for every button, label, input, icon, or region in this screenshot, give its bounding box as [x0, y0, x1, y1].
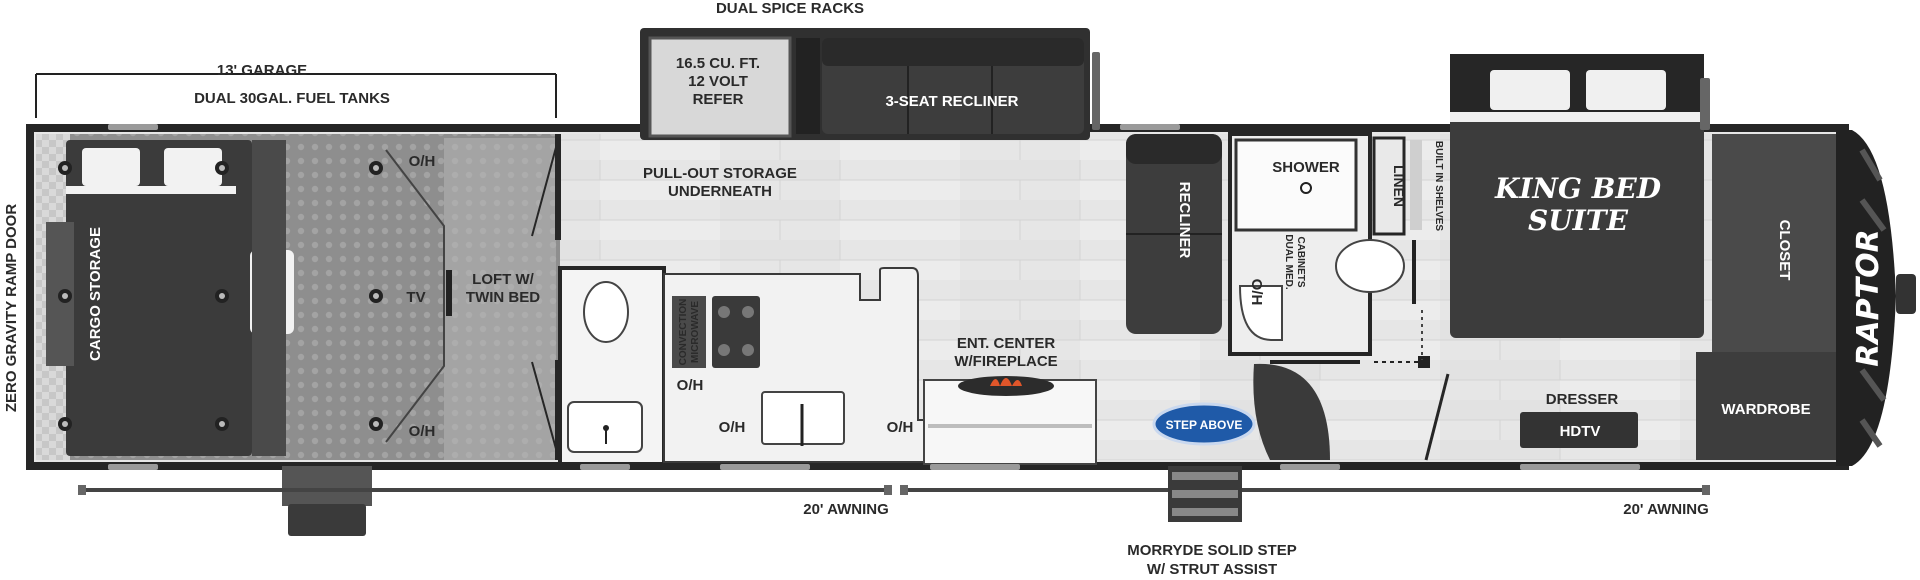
king-pillow-left	[1490, 70, 1570, 110]
closet-label: CLOSET	[1776, 220, 1793, 281]
kitchen-oh-left-label: O/H	[677, 377, 704, 394]
garage-tv	[446, 270, 452, 316]
fuel-tanks-label: DUAL 30GAL. FUEL TANKS	[194, 90, 390, 107]
awning-right-label: 20' AWNING	[1623, 501, 1709, 518]
landing-gear	[282, 466, 372, 506]
bath-toilet	[1335, 239, 1405, 293]
microwave-label-line1: CONVECTION	[678, 299, 689, 366]
pillow-right	[164, 148, 222, 186]
king-bed	[1450, 54, 1704, 338]
refer-label-line2: 12 VOLT	[688, 73, 748, 90]
shower-label: SHOWER	[1272, 159, 1340, 176]
recliner-label: RECLINER	[1176, 182, 1193, 259]
morryde-step	[1168, 466, 1242, 522]
slide-seal	[1092, 52, 1100, 130]
shower-drain	[1300, 182, 1312, 194]
kitchen-oh-sink-label: O/H	[719, 419, 746, 436]
pullout-storage-label-line2: UNDERNEATH	[668, 183, 772, 200]
hdtv	[1520, 412, 1638, 448]
closet	[1712, 134, 1836, 374]
loft-outline	[385, 149, 445, 443]
built-in-shelves	[1410, 140, 1422, 230]
refer-label-line3: REFER	[693, 91, 744, 108]
kitchen-oh-ent-label: O/H	[887, 419, 914, 436]
pullout-storage-label-line1: PULL-OUT STORAGE	[643, 165, 797, 182]
tv-label: TV	[406, 289, 425, 306]
spice-racks-label: DUAL SPICE RACKS	[716, 0, 864, 17]
step-above-badge	[1152, 402, 1256, 446]
loft-label-line2: TWIN BED	[466, 289, 540, 306]
kingpin	[1896, 274, 1916, 314]
bath-oh-label: O/H	[1248, 279, 1265, 306]
king-pillow-right	[1586, 70, 1666, 110]
tie-down-rings	[58, 161, 383, 431]
king-bed-label-line1: KING BED	[1494, 172, 1662, 205]
ent-center-label-line1: ENT. CENTER	[957, 335, 1056, 352]
garage-length-label: 13' GARAGE	[217, 62, 307, 79]
wardrobe	[1696, 352, 1836, 460]
garage-oh-bottom-label: O/H	[409, 423, 436, 440]
fireplace-flame	[990, 378, 1022, 386]
raptor-logo: RAPTOR	[1851, 229, 1886, 366]
spice-rack	[796, 38, 820, 134]
pillow-left	[82, 148, 140, 186]
linen-label: LINEN	[1391, 165, 1407, 207]
step-label-line1: MORRYDE SOLID STEP	[1127, 542, 1296, 559]
exterior-lights	[108, 124, 1640, 470]
garage-bed	[66, 140, 252, 456]
garage-bench	[252, 140, 286, 456]
loft-label-line1: LOFT W/	[472, 271, 534, 288]
garage-door-swing-top	[531, 139, 559, 237]
refrigerator	[648, 36, 792, 138]
microwave-label-line2: MICROWAVE	[690, 301, 701, 363]
dresser-label: DRESSER	[1546, 391, 1619, 408]
hdtv-label: HDTV	[1560, 423, 1601, 440]
shower	[1234, 138, 1358, 232]
bath-sink	[1238, 285, 1283, 341]
cargo-storage-label: CARGO STORAGE	[87, 227, 104, 361]
bed-sheet	[66, 186, 236, 194]
front-cap	[1836, 130, 1896, 466]
ramp-door-label: ZERO GRAVITY RAMP DOOR	[3, 204, 20, 413]
med-cabinets-label-line1: DUAL MED.	[1283, 234, 1294, 290]
garage-door-swing-bottom	[531, 361, 559, 457]
med-cabinets-label-line2: CABINETS	[1295, 236, 1306, 287]
entry-steps-interior	[1253, 363, 1330, 460]
step-label-line2: W/ STRUT ASSIST	[1147, 561, 1277, 578]
loft-bed-area	[444, 138, 556, 460]
king-bed-label-line2: SUITE	[1528, 204, 1629, 237]
ent-center-label-line2: W/FIREPLACE	[954, 353, 1057, 370]
wardrobe-label: WARDROBE	[1721, 401, 1810, 418]
convection-microwave	[672, 296, 706, 368]
three-seat-recliner-label: 3-SEAT RECLINER	[885, 93, 1018, 110]
bedroom-door-swing	[1424, 373, 1450, 461]
refer-label-line1: 16.5 CU. FT.	[676, 55, 760, 72]
built-in-shelves-label: BUILT IN SHELVES	[1433, 141, 1444, 232]
garage-toilet	[583, 281, 629, 343]
garage-dimension-line	[35, 73, 557, 118]
garage-oh-top-label: O/H	[409, 153, 436, 170]
step-above-badge-text: STEP ABOVE	[1166, 418, 1243, 432]
linen-closet	[1372, 136, 1406, 236]
awning-left-label: 20' AWNING	[803, 501, 889, 518]
cooktop	[712, 296, 760, 368]
